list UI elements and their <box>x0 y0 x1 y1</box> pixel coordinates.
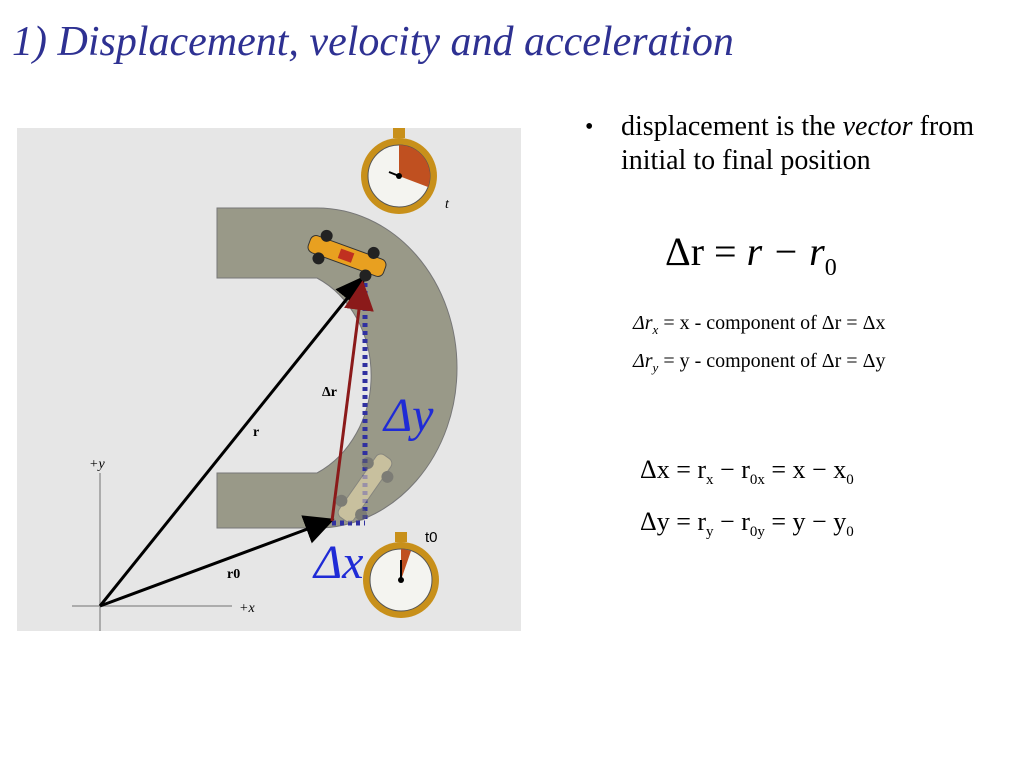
component-x: Δrx = x - component of Δr = Δx <box>633 312 885 338</box>
label-t0: t0 <box>425 529 438 546</box>
dr-vector <box>330 280 374 522</box>
main-eq-lhs: Δr <box>665 229 705 274</box>
axis-y-label: +y <box>89 457 105 472</box>
label-r: r <box>253 425 259 440</box>
bullet-text-end: from initial to final position <box>621 111 975 176</box>
race-car-final <box>307 229 387 282</box>
bullet-text: displacement is the vector from initial … <box>621 110 1001 178</box>
bullet-text-start: displacement is the <box>621 111 843 142</box>
main-eq-rhs: r − r <box>746 229 825 274</box>
bullet-text-italic: vector <box>842 111 913 142</box>
label-t: t <box>445 197 450 212</box>
diff-x-s1: x <box>706 472 714 489</box>
diff-y-s1: y <box>706 524 714 541</box>
comp-x-sub: x <box>652 322 659 337</box>
label-r0: r0 <box>227 567 240 582</box>
axis-x-label: +x <box>239 601 255 616</box>
diff-y-s3: 0 <box>846 524 854 541</box>
diff-y-s2: 0y <box>749 524 765 541</box>
diff-y-b: − r <box>713 507 750 536</box>
comp-y-rest: = y - component of Δr = Δy <box>658 350 886 372</box>
r-vector <box>98 275 366 607</box>
difference-y: Δy = ry − r0y = y − y0 <box>640 507 854 541</box>
main-eq-equals: = <box>714 229 737 274</box>
slide-title: 1) Displacement, velocity and accelerati… <box>12 19 734 65</box>
delta-y-label: Δy <box>384 389 434 442</box>
bullet-dot: • <box>585 114 594 140</box>
diff-x-b: − r <box>713 455 750 484</box>
label-dr: Δr <box>322 385 337 400</box>
stopwatch-t <box>361 128 437 214</box>
component-y: Δry = y - component of Δr = Δy <box>633 350 885 376</box>
diff-y-c: = y − y <box>764 507 847 536</box>
race-car-initial <box>335 453 394 523</box>
main-eq-subscript: 0 <box>824 255 837 281</box>
main-equation: Δr = r − r0 <box>665 228 837 282</box>
comp-x-rest: = x - component of Δr = Δx <box>658 312 886 334</box>
diff-x-a: Δx = r <box>640 455 707 484</box>
diff-x-s2: 0x <box>749 472 765 489</box>
difference-x: Δx = rx − r0x = x − x0 <box>640 455 854 489</box>
comp-x-lhs: Δr <box>633 312 653 334</box>
comp-y-sub: y <box>652 360 659 375</box>
comp-y-lhs: Δr <box>633 350 653 372</box>
r0-vector <box>99 515 335 608</box>
stopwatch-t0 <box>363 532 439 618</box>
diff-x-s3: 0 <box>846 472 854 489</box>
track <box>216 207 458 529</box>
motion-figure: +y +x Δr r r0 <box>17 128 521 631</box>
delta-x-label: Δx <box>314 536 364 589</box>
figure-svg: +y +x Δr r r0 <box>72 128 458 631</box>
diff-y-a: Δy = r <box>640 507 707 536</box>
diff-x-c: = x − x <box>764 455 847 484</box>
